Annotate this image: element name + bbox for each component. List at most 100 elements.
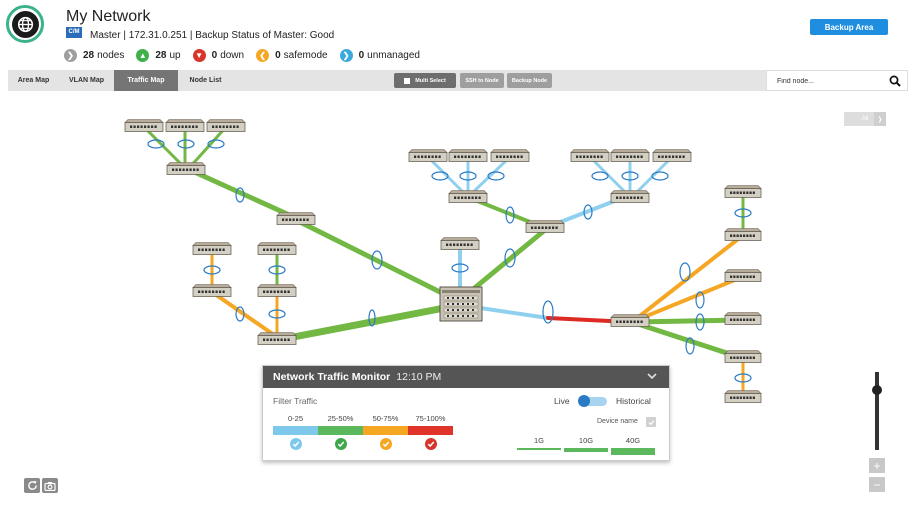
switch-top: [724, 228, 762, 232]
network-link: [588, 155, 630, 197]
search-icon[interactable]: [889, 75, 901, 87]
switch-port: [303, 218, 306, 221]
switch-top: [610, 190, 650, 194]
range-75-100[interactable]: 75-100%: [408, 414, 453, 450]
switch-port: [743, 191, 746, 194]
switch-port: [552, 226, 555, 229]
switch-port: [579, 155, 582, 158]
switch-top: [448, 149, 488, 153]
check-icon[interactable]: [424, 438, 437, 450]
speed-label: 10G: [578, 436, 594, 445]
pager: All ❯: [844, 112, 886, 126]
switch-port: [541, 226, 544, 229]
tab-node-list[interactable]: Node List: [189, 77, 222, 84]
stat-count: 28: [155, 50, 167, 61]
check-icon[interactable]: [379, 438, 392, 450]
switch-port: [201, 248, 204, 251]
switch-port: [277, 290, 280, 293]
switch-port: [743, 396, 746, 399]
switch-port: [733, 318, 736, 321]
switch-port: [273, 290, 276, 293]
filter-traffic-label: Filter Traffic: [273, 396, 318, 406]
zoom-in-button[interactable]: +: [869, 458, 885, 473]
zoom-slider-handle[interactable]: [872, 385, 882, 395]
speed-line: [611, 448, 655, 455]
switch-port: [633, 320, 636, 323]
switch-top: [276, 212, 316, 216]
switch-port: [520, 155, 523, 158]
switch-port: [186, 168, 189, 171]
switch-port: [637, 155, 640, 158]
refresh-icon: [27, 480, 37, 490]
monitor-header[interactable]: Network Traffic Monitor 12:10 PM: [263, 366, 669, 388]
switch-port: [733, 234, 736, 237]
link-marker: [177, 139, 195, 149]
traffic-ranges: 0-25 25-50% 50-75% 7: [273, 414, 453, 450]
core-switch-port: [452, 297, 454, 299]
switch-port: [637, 320, 640, 323]
backup-node-button[interactable]: Backup Node: [507, 73, 552, 88]
switch-port: [736, 191, 739, 194]
range-0-25[interactable]: 0-25: [273, 414, 318, 450]
switch-port: [475, 196, 478, 199]
switch-port: [616, 196, 619, 199]
range-25-50[interactable]: 25-50%: [318, 414, 363, 450]
find-node-box: [766, 70, 908, 91]
switch-port: [640, 155, 643, 158]
switch-port: [266, 338, 269, 341]
core-switch-port: [452, 309, 454, 311]
find-node-input[interactable]: [777, 75, 887, 87]
multi-select-label: Multi Select: [415, 77, 446, 84]
switch-port: [730, 356, 733, 359]
check-icon[interactable]: [289, 438, 302, 450]
range-color-bar: [318, 426, 363, 435]
arrow-up-icon: ▲: [136, 49, 150, 62]
core-switch-port: [452, 315, 454, 317]
link-marker: [651, 171, 669, 181]
tab-vlan-map[interactable]: VLAN Map: [69, 77, 104, 84]
zoom-out-button[interactable]: −: [869, 477, 885, 492]
refresh-button[interactable]: [24, 478, 40, 493]
zoom-slider-track[interactable]: [875, 372, 879, 450]
switch-port: [208, 290, 211, 293]
multi-select-button[interactable]: Multi Select: [394, 73, 456, 88]
link-marker: [268, 265, 286, 275]
switch-port: [198, 290, 201, 293]
network-link: [629, 317, 745, 325]
tab-area-map[interactable]: Area Map: [17, 77, 50, 84]
ssh-to-node-button[interactable]: SSH to Node: [460, 73, 504, 88]
pager-prev-button[interactable]: [844, 112, 856, 126]
switch-top: [724, 185, 762, 189]
pager-next-button[interactable]: ❯: [874, 112, 886, 126]
range-label: 50-75%: [372, 414, 399, 423]
switch-port: [496, 155, 499, 158]
stat-count: 0: [275, 50, 281, 61]
switch-port: [623, 320, 626, 323]
live-historical-toggle[interactable]: [578, 395, 607, 407]
check-icon[interactable]: [334, 438, 347, 450]
backup-area-button[interactable]: Backup Area: [810, 19, 888, 35]
switch-port: [181, 125, 184, 128]
toolbar: Area Map VLAN Map Traffic Map Node List …: [8, 70, 908, 91]
switch-port: [597, 155, 600, 158]
camera-icon: [44, 481, 56, 491]
speed-line: [517, 448, 561, 450]
switch-port: [151, 125, 154, 128]
range-50-75[interactable]: 50-75%: [363, 414, 408, 450]
pager-all-button[interactable]: All: [856, 112, 874, 126]
chevron-down-icon[interactable]: [647, 372, 657, 380]
switch-port: [736, 356, 739, 359]
switch-port: [457, 155, 460, 158]
snapshot-button[interactable]: [42, 478, 58, 493]
link-marker: [207, 139, 225, 149]
core-switch-port: [462, 303, 464, 305]
switch-port: [736, 318, 739, 321]
device-name-checkbox[interactable]: [646, 417, 656, 427]
tab-traffic-map[interactable]: Traffic Map: [114, 70, 178, 91]
switch-port: [730, 318, 733, 321]
